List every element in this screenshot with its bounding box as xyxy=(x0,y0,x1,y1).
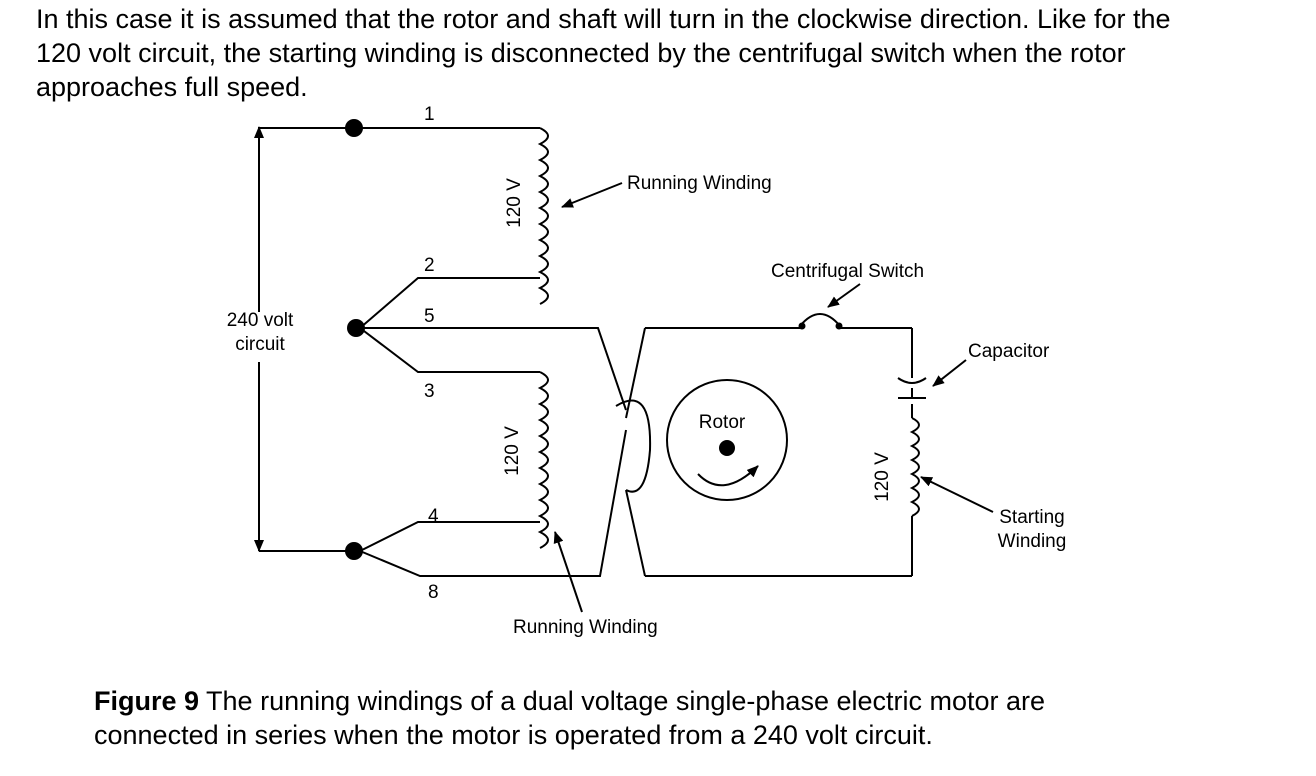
starting-winding-label-line-2: Winding xyxy=(998,531,1067,552)
running-winding-bottom-pointer xyxy=(553,531,583,613)
capacitor-label: Capacitor xyxy=(968,341,1050,362)
rotor-label: Rotor xyxy=(699,412,746,433)
terminal-node-top xyxy=(345,119,363,137)
terminal-label-3: 3 xyxy=(424,381,435,402)
running-winding-top-label: Running Winding xyxy=(627,173,772,194)
upper-winding-voltage-label: 120 V xyxy=(504,178,525,228)
capacitor-pointer xyxy=(932,359,967,387)
starting-circuit xyxy=(645,313,920,577)
terminal-label-1: 1 xyxy=(424,104,435,125)
upper-running-winding-circuit xyxy=(259,127,549,329)
rotor xyxy=(666,379,788,501)
caption-lead: Figure 9 xyxy=(94,686,200,716)
wire-crossover xyxy=(615,327,652,577)
voltage-label-line-2: circuit xyxy=(235,334,285,355)
lower-running-winding-circuit xyxy=(359,371,549,552)
caption-text-line-1: The running windings of a dual voltage s… xyxy=(199,686,1046,716)
intro-paragraph: In this case it is assumed that the roto… xyxy=(36,2,1306,104)
running-winding-bottom-label: Running Winding xyxy=(513,617,658,638)
switch-contact-left xyxy=(798,322,806,330)
starting-winding-label-line-1: Starting xyxy=(999,507,1064,528)
intro-line-1: In this case it is assumed that the roto… xyxy=(36,4,1171,34)
running-winding-top-pointer xyxy=(561,182,623,208)
starting-winding-pointer xyxy=(920,476,994,513)
centrifugal-switch-pointer xyxy=(827,283,861,308)
starting-winding-voltage-label: 120 V xyxy=(872,452,893,502)
terminal-label-5: 5 xyxy=(424,306,435,327)
voltage-label-line-1: 240 volt xyxy=(227,310,294,331)
lower-winding-voltage-label: 120 V xyxy=(502,426,523,476)
intro-line-2: 120 volt circuit, the starting winding i… xyxy=(36,38,1126,68)
terminal-label-8: 8 xyxy=(428,582,439,603)
capacitor-symbol xyxy=(897,377,927,399)
switch-contact-right xyxy=(835,322,843,330)
clockwise-arrow-icon xyxy=(697,465,759,487)
middle-node-wiring xyxy=(359,327,627,411)
centrifugal-switch-label: Centrifugal Switch xyxy=(771,261,924,282)
rotor-shaft-dot xyxy=(719,440,735,456)
terminal-node-middle xyxy=(347,319,365,337)
terminal-node-bottom xyxy=(345,542,363,560)
terminal-label-2: 2 xyxy=(424,255,435,276)
figure-caption: Figure 9 The running windings of a dual … xyxy=(94,684,1294,752)
bottom-supply-line xyxy=(259,429,627,577)
caption-text-line-2: connected in series when the motor is op… xyxy=(94,720,933,750)
intro-line-3: approaches full speed. xyxy=(36,72,308,102)
terminal-label-4: 4 xyxy=(428,506,439,527)
